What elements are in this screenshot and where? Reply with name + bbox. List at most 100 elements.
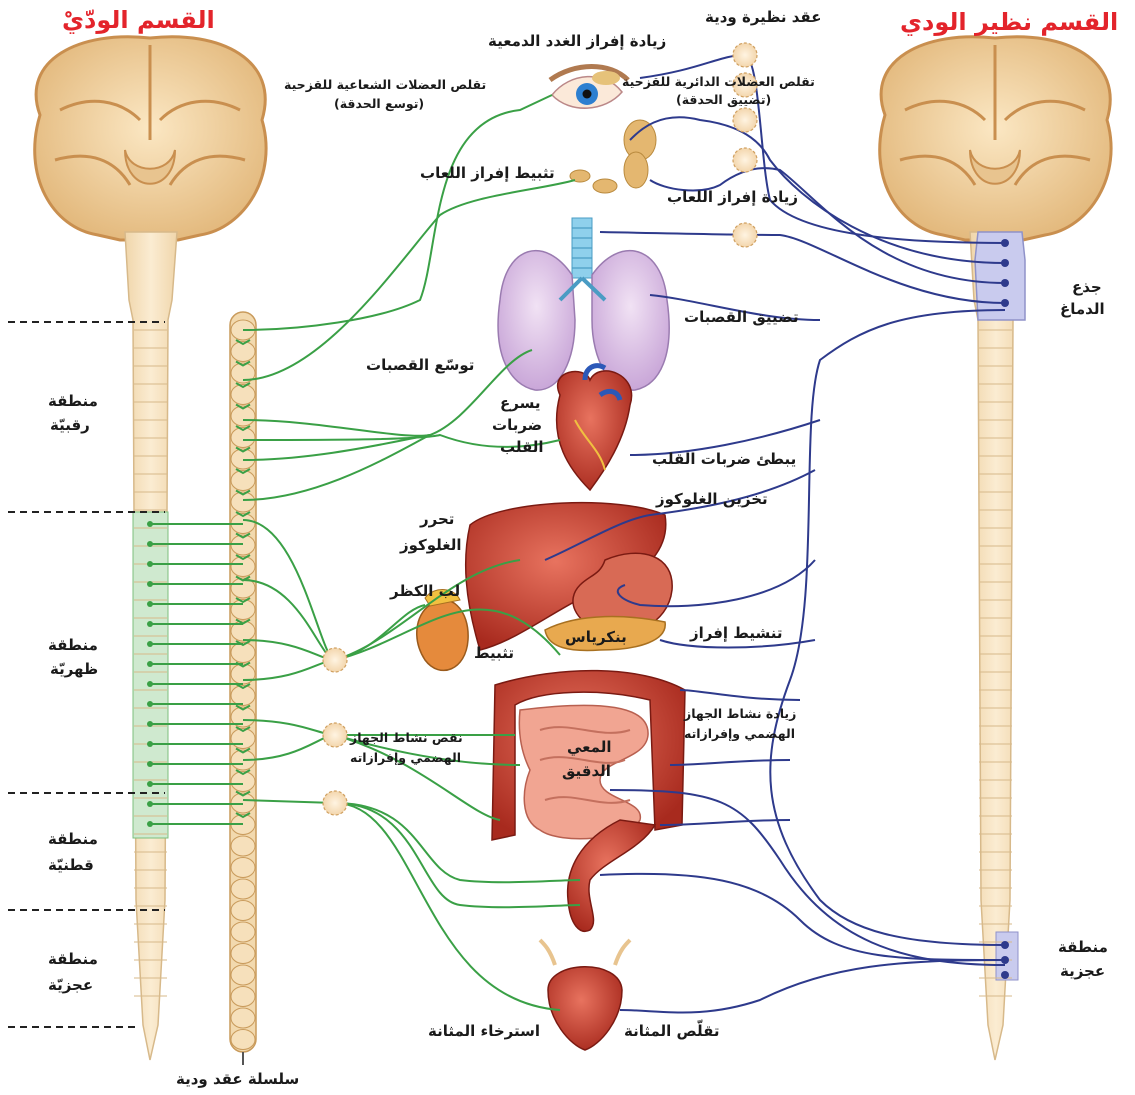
chain-ganglion-bead bbox=[231, 901, 255, 921]
chain-ganglion-bead bbox=[231, 1030, 255, 1050]
chain-ganglion-bead bbox=[231, 922, 255, 942]
nerve-origin-dot bbox=[147, 601, 153, 607]
label-small-intestine-1: المعي bbox=[567, 738, 611, 756]
ganglion bbox=[733, 223, 757, 247]
nerve-origin-dot bbox=[1001, 971, 1009, 979]
label-brainstem-1: جذع bbox=[1072, 278, 1102, 296]
label-glucose-release-1: تحرر bbox=[420, 510, 454, 528]
eye bbox=[550, 67, 628, 109]
label-lacrimal: زيادة إفراز الغدد الدمعية bbox=[488, 32, 666, 50]
sympathetic-postganglionic-fiber bbox=[243, 735, 335, 760]
sympathetic-postganglionic-fiber bbox=[243, 435, 430, 500]
nerve-origin-dot bbox=[1001, 239, 1009, 247]
intestines bbox=[492, 671, 685, 932]
left-brain bbox=[35, 37, 266, 240]
label-pupil-constriction: (تضييق الحدقة) bbox=[676, 92, 771, 107]
lungs bbox=[498, 218, 669, 390]
nerve-origin-dot bbox=[147, 621, 153, 627]
label-inhibit: تثبيط bbox=[474, 644, 514, 662]
sympathetic-postganglionic-fiber bbox=[243, 640, 335, 660]
label-digest-increase-1: زيادة نشاط الجهاز bbox=[684, 706, 796, 721]
label-heart-slow: يبطئ ضربات القلب bbox=[652, 450, 796, 468]
sympathetic-postganglionic-fiber bbox=[243, 520, 335, 660]
chain-ganglion-bead bbox=[231, 944, 255, 964]
nerve-origin-dot bbox=[147, 721, 153, 727]
nerve-origin-dot bbox=[147, 821, 153, 827]
nerve-origin-dot bbox=[147, 541, 153, 547]
nerve-origin-dot bbox=[1001, 259, 1009, 267]
nerve-origin-dot bbox=[147, 801, 153, 807]
nerve-origin-dot bbox=[147, 761, 153, 767]
label-cervical-2: رقبيّة bbox=[50, 416, 90, 434]
label-thoracic-1: منطقة bbox=[48, 636, 98, 654]
label-sacral-left-1: منطقة bbox=[48, 950, 98, 968]
label-digest-decrease-2: الهضمي وإفرازاته bbox=[350, 750, 461, 765]
label-digest-decrease-1: نقص نشاط الجهاز bbox=[350, 730, 463, 745]
ganglion bbox=[323, 791, 347, 815]
nerve-origin-dot bbox=[147, 521, 153, 527]
title-parasympathetic: القسم نظير الودي bbox=[900, 8, 1118, 37]
nerve-origin-dot bbox=[147, 641, 153, 647]
sympathetic-postganglionic-fiber bbox=[335, 605, 425, 660]
nerve-origin-dot bbox=[147, 581, 153, 587]
parasympathetic-fiber bbox=[680, 690, 800, 700]
nerve-origin-dot bbox=[1001, 941, 1009, 949]
kidney-adrenal bbox=[417, 590, 468, 671]
nerve-origin-dot bbox=[147, 661, 153, 667]
label-heart-fast-1: يسرع bbox=[500, 394, 540, 412]
label-pupil-dilation: (توسع الحدقة) bbox=[334, 96, 424, 111]
label-heart-fast-2: ضربات bbox=[492, 416, 542, 434]
label-sacral-right-2: عجزية bbox=[1060, 962, 1105, 980]
label-bronchoconstrict: تضييق القصبات bbox=[684, 308, 799, 326]
label-lumbar-2: قطنيّة bbox=[48, 856, 94, 874]
label-digest-increase-2: الهضمي وإفرازاته bbox=[684, 726, 795, 741]
label-bronchodilate: توسّع القصبات bbox=[366, 356, 474, 374]
label-adrenal: لب الكظر bbox=[390, 582, 460, 600]
label-glucose-release-2: الغلوكوز bbox=[400, 536, 462, 554]
nerve-origin-dot bbox=[1001, 299, 1009, 307]
bladder bbox=[540, 940, 630, 1050]
label-sacral-left-2: عجزيّة bbox=[48, 976, 93, 994]
parasympathetic-fiber bbox=[670, 760, 790, 765]
label-lumbar-1: منطقة bbox=[48, 830, 98, 848]
heart bbox=[557, 366, 632, 490]
label-thoracic-2: ظهريّة bbox=[50, 660, 98, 678]
chain-ganglion-bead bbox=[231, 987, 255, 1007]
label-saliva-increase: زيادة إفراز اللعاب bbox=[667, 188, 798, 206]
label-small-intestine-2: الدقيق bbox=[562, 762, 611, 780]
parasympathetic-fiber bbox=[620, 960, 1005, 1013]
nerve-origin-dot bbox=[147, 681, 153, 687]
nerve-origin-dot bbox=[1001, 956, 1009, 964]
label-bladder-relax: استرخاء المثانة bbox=[428, 1022, 540, 1040]
title-sympathetic: القسم الودّيْ bbox=[62, 6, 215, 35]
label-sacral-right-1: منطقة bbox=[1058, 938, 1108, 956]
sympathetic-postganglionic-fiber bbox=[243, 660, 335, 680]
parasympathetic-fiber bbox=[770, 310, 1005, 945]
right-spinal-cord bbox=[970, 232, 1025, 1060]
label-radial-muscle: تقلص العضلات الشعاعية للقزحية bbox=[284, 77, 486, 92]
nerve-origin-dot bbox=[147, 701, 153, 707]
label-heart-fast-3: القلب bbox=[500, 438, 544, 456]
nerve-origin-dot bbox=[1001, 279, 1009, 287]
sympathetic-postganglionic-fiber bbox=[243, 580, 335, 660]
chain-ganglion-bead bbox=[231, 836, 255, 856]
label-saliva-inhibit: تثبيط إفراز اللعاب bbox=[420, 164, 555, 182]
label-sympathetic-chain: سلسلة عقد ودية bbox=[176, 1070, 299, 1088]
nerve-origin-dot bbox=[147, 561, 153, 567]
label-secretion-stim: تنشيط إفراز bbox=[690, 624, 783, 642]
label-circular-muscle: تقلص العضلات الدائرية للقزحية bbox=[622, 74, 815, 89]
label-brainstem-2: الدماغ bbox=[1060, 300, 1105, 318]
nerve-origin-dot bbox=[147, 781, 153, 787]
sympathetic-postganglionic-fiber bbox=[243, 800, 335, 803]
chain-ganglion-bead bbox=[231, 1008, 255, 1028]
ganglion bbox=[733, 148, 757, 172]
label-glucose-store: تخزين الغلوكوز bbox=[656, 490, 768, 508]
salivary-glands bbox=[570, 120, 656, 193]
sympathetic-postganglionic-fiber bbox=[243, 720, 335, 735]
label-cervical-1: منطقة bbox=[48, 392, 98, 410]
label-bladder-contract: تقلّص المثانة bbox=[624, 1022, 720, 1040]
label-para-ganglion: عقد نظيرة ودية bbox=[705, 8, 821, 26]
chain-ganglion-bead bbox=[231, 879, 255, 899]
